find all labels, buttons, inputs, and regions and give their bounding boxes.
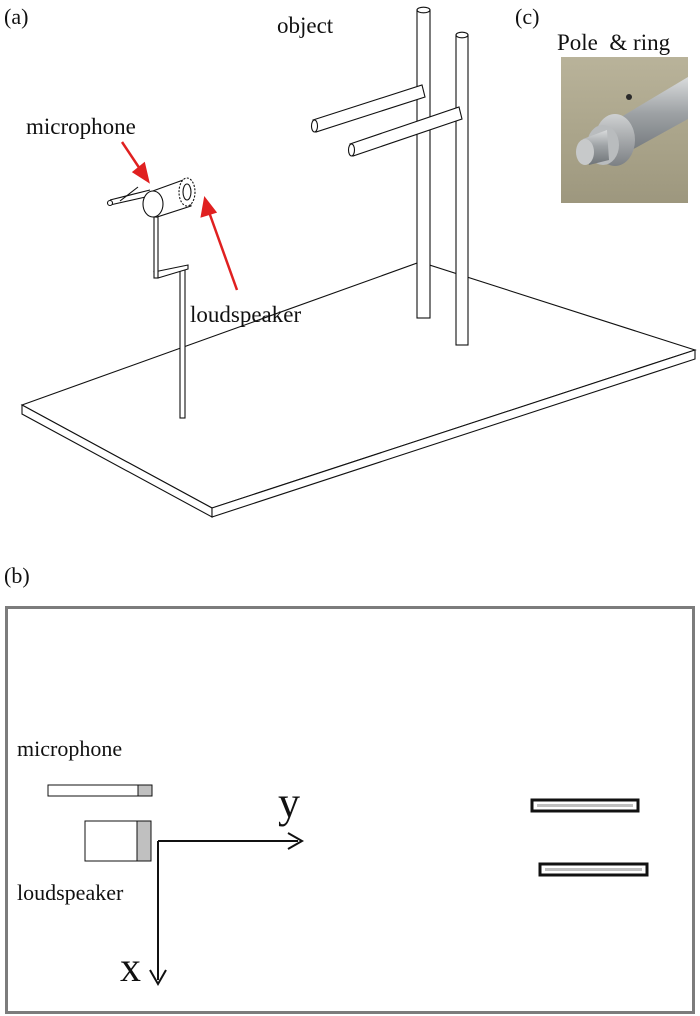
loudspeaker-pointer-arrow (207, 211, 239, 291)
microphone-label: microphone (26, 114, 136, 139)
photo-caption: Pole & ring (557, 30, 671, 55)
microphone-rod (109, 189, 151, 201)
panel-b-tag: (b) (4, 563, 30, 588)
panel-c-tag: (c) (515, 4, 540, 29)
loudspeaker-label: loudspeaker (190, 302, 302, 327)
top-view-microphone-label: microphone (17, 736, 123, 761)
microphone-head (142, 190, 164, 218)
object-pole-front (455, 34, 469, 346)
setup-3d-drawing (20, 6, 697, 518)
x-axis-label: x (120, 945, 141, 991)
object-label: object (277, 13, 334, 38)
base-plate-right-edge (211, 349, 696, 518)
top-view-frame (5, 606, 695, 1014)
stand-upright (153, 216, 159, 279)
panel-a-tag: (a) (4, 4, 29, 29)
pole-and-ring-photo (561, 57, 688, 203)
y-axis-label: y (278, 778, 300, 827)
object-pole-back (416, 9, 431, 319)
top-view-loudspeaker-label: loudspeaker (17, 880, 124, 905)
stand-pole (179, 267, 186, 419)
